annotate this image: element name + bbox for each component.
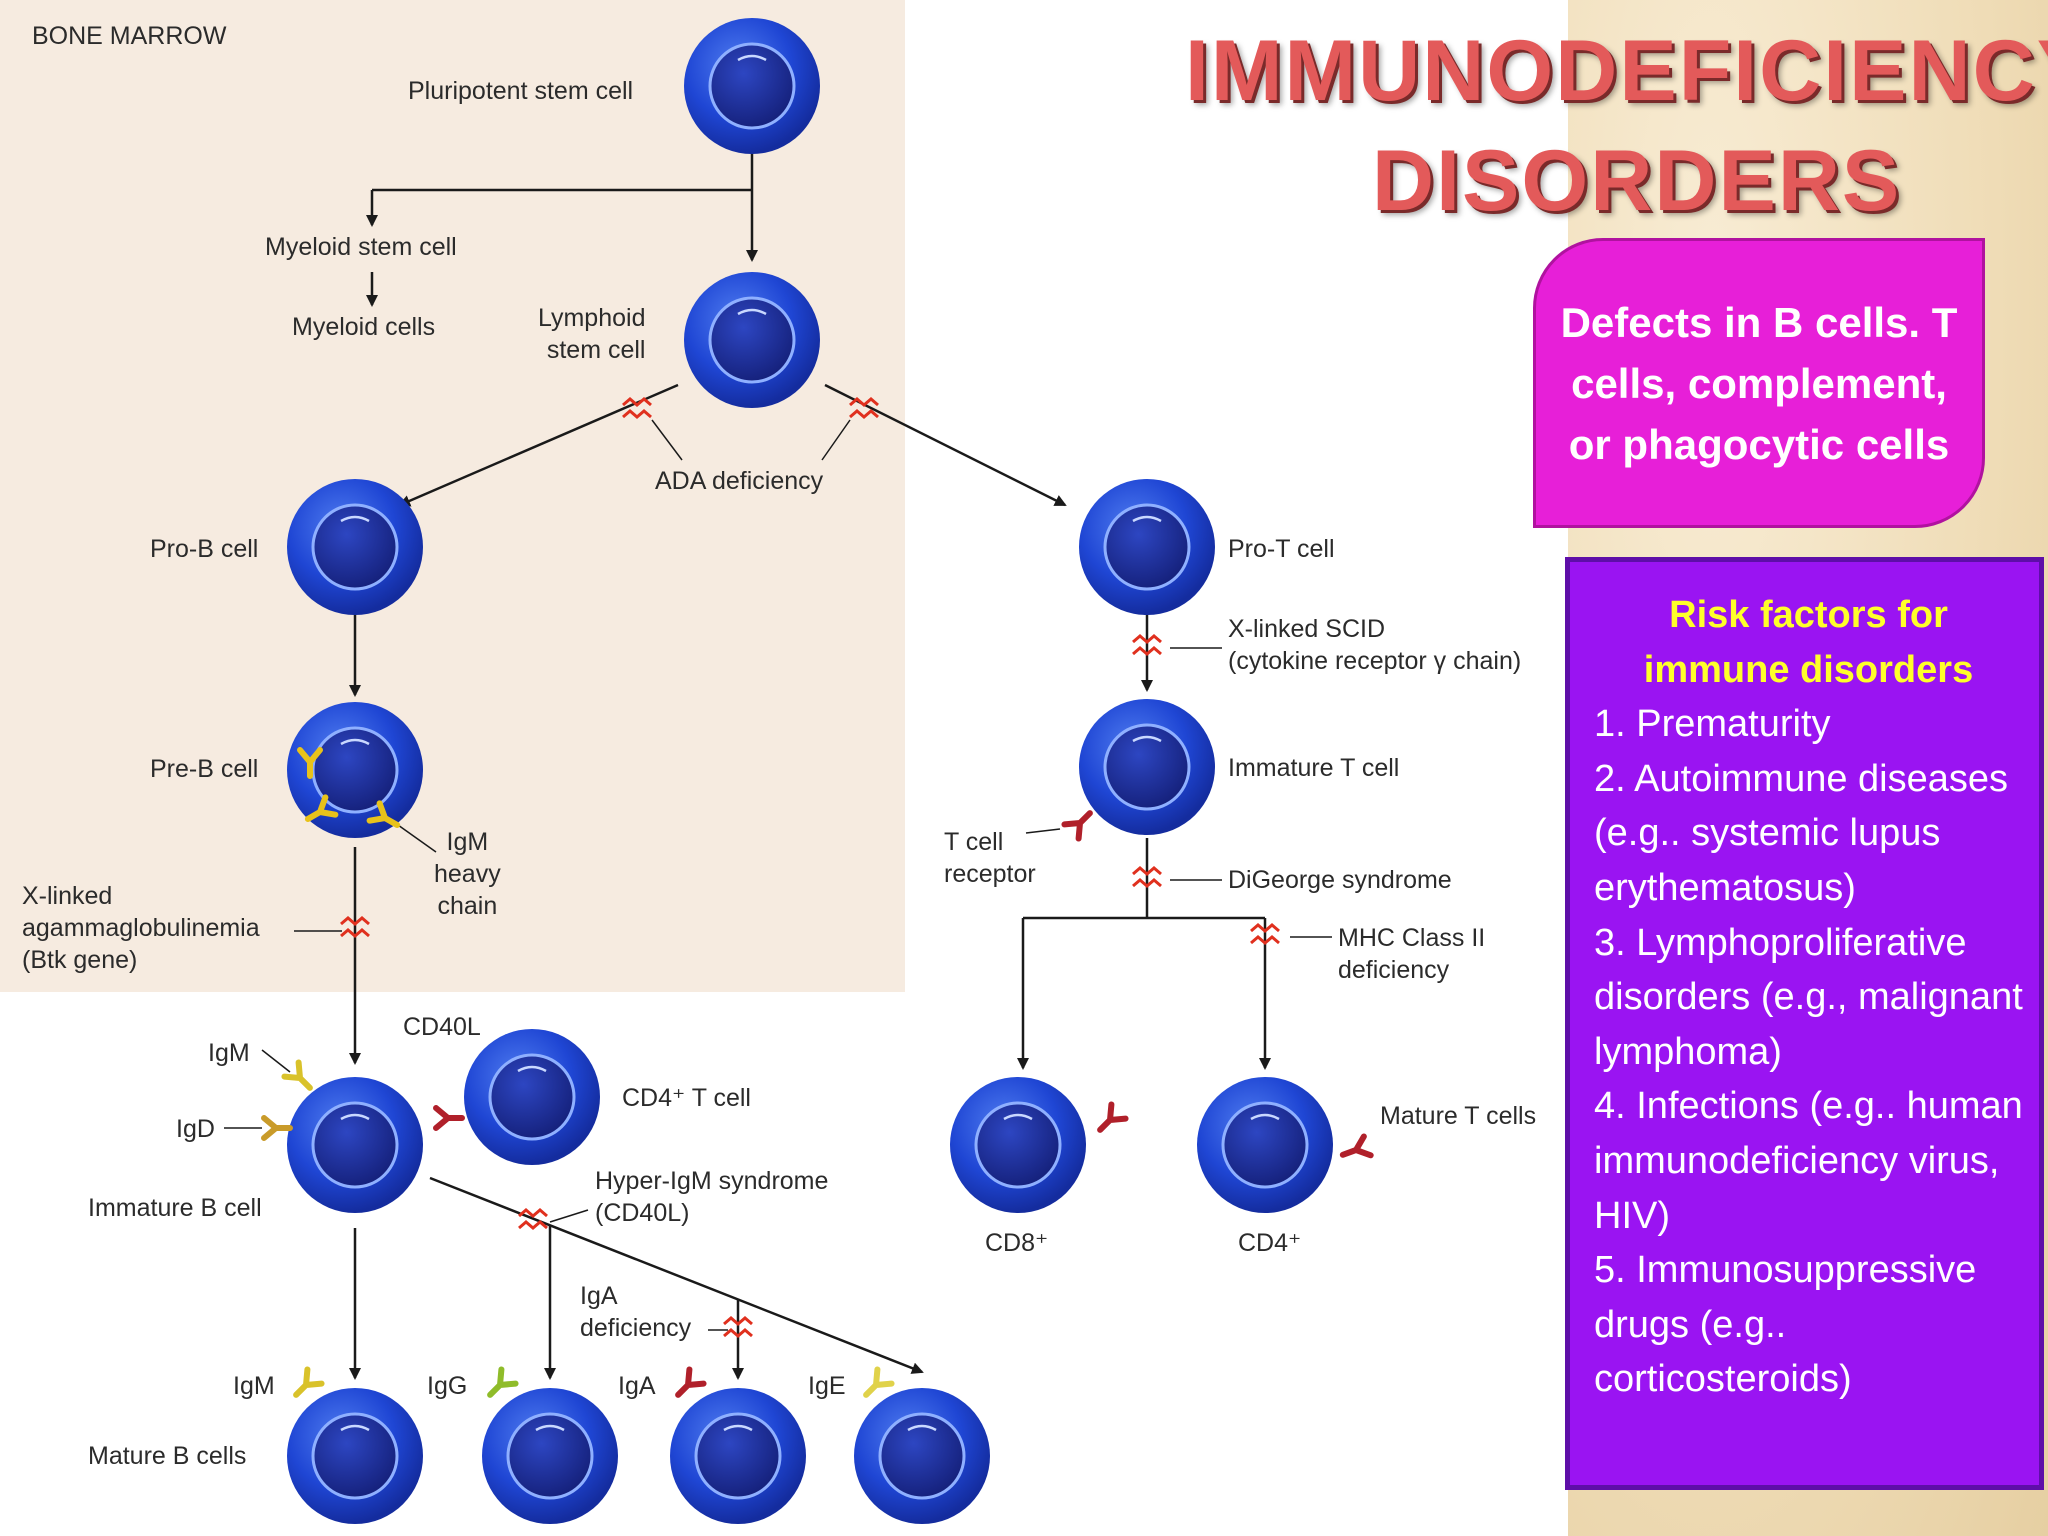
pluripotent-stem-cell-label: Pluripotent stem cell <box>408 77 634 105</box>
igg-icon <box>487 1366 519 1398</box>
ige-icon <box>863 1366 895 1398</box>
deficiency-block-mark <box>340 916 370 938</box>
iga-icon <box>675 1366 707 1398</box>
pro-t-cell-label: Pro-T cell <box>1228 535 1335 563</box>
t-cell-receptor-label: T cell receptor <box>944 828 1036 888</box>
mature-b-cell-igg <box>482 1388 618 1524</box>
cd4-t-cell-label: CD4⁺ T cell <box>622 1084 751 1112</box>
igm-heavy-chain-icon <box>297 747 323 779</box>
leader-line <box>1025 828 1061 834</box>
x-linked-scid-label: X-linked SCID (cytokine receptor γ chain… <box>1228 615 1522 675</box>
igm-receptor-icon <box>281 1059 313 1091</box>
ada-deficiency-label: ADA deficiency <box>655 467 824 495</box>
risk-factor-item: 5. Immunosuppressive drugs (e.g.. cortic… <box>1594 1249 1977 1401</box>
iga-deficiency-label: IgA deficiency <box>580 1282 692 1342</box>
connector-lymphoid-to-pro-b <box>398 383 679 507</box>
deficiency-block-mark <box>1132 634 1162 656</box>
igd-receptor-icon <box>261 1115 293 1141</box>
leader-line <box>261 1049 291 1073</box>
bone-marrow-label: BONE MARROW <box>32 22 227 50</box>
connector-immature-b-diagonal <box>429 1176 924 1374</box>
mature-b-cell-igm <box>287 1388 423 1524</box>
mature-igm-label: IgM <box>233 1372 275 1400</box>
cd4-label: CD4⁺ <box>1238 1229 1302 1257</box>
cd40l-receptor-icon <box>433 1105 465 1131</box>
cd4-t-cell <box>464 1029 600 1165</box>
immature-b-cell-label: Immature B cell <box>88 1194 262 1222</box>
mature-t-cells-label: Mature T cells <box>1380 1102 1537 1130</box>
leader-line <box>821 419 851 461</box>
title-line-1: IMMUNODEFICIENCY <box>1185 23 2048 119</box>
mhc-class-ii-deficiency-label: MHC Class II deficiency <box>1338 924 1486 984</box>
mature-ige-label: IgE <box>808 1372 846 1400</box>
mature-igg-label: IgG <box>427 1372 468 1400</box>
digeorge-syndrome-label: DiGeorge syndrome <box>1228 866 1452 894</box>
risk-factor-item: 1. Prematurity <box>1594 703 1831 746</box>
t-cell-receptor-icon <box>1061 810 1093 842</box>
deficiency-block-mark <box>622 397 652 419</box>
pro-t-cell <box>1079 479 1215 615</box>
deficiency-block-mark <box>1250 923 1280 945</box>
lymphoid-stem-cell-label: Lymphoid stem cell <box>538 304 646 364</box>
igd-receptor-label: IgD <box>176 1115 215 1143</box>
myeloid-stem-cell-label: Myeloid stem cell <box>265 233 457 261</box>
deficiency-block-mark <box>849 397 879 419</box>
risk-factors-title: Risk factors for immune disorders <box>1643 594 1974 691</box>
deficiency-block-mark <box>1132 866 1162 888</box>
leader-line <box>549 1209 589 1223</box>
cd4-receptor-icon <box>1339 1133 1374 1159</box>
leader-line <box>397 824 437 853</box>
risk-factor-item: 2. Autoimmune diseases (e.g.. systemic l… <box>1594 757 2009 909</box>
cd4-mature-t-cell <box>1197 1077 1333 1213</box>
pro-b-cell-label: Pro-B cell <box>150 535 259 563</box>
defects-callout: Defects in B cells. T cells, complement,… <box>1533 238 1985 528</box>
immature-t-cell-label: Immature T cell <box>1228 754 1400 782</box>
igm-heavy-chain-icon <box>366 800 401 828</box>
igm-heavy-chain-icon <box>304 794 339 822</box>
pre-b-cell-label: Pre-B cell <box>150 755 259 783</box>
igm-receptor-label: IgM <box>208 1039 250 1067</box>
pro-b-cell <box>287 479 423 615</box>
cd40l-label: CD40L <box>403 1013 481 1041</box>
mature-b-cells-label: Mature B cells <box>88 1442 247 1470</box>
mature-b-cell-iga <box>670 1388 806 1524</box>
immature-b-cell <box>287 1077 423 1213</box>
mature-iga-label: IgA <box>618 1372 656 1400</box>
immature-t-cell <box>1079 699 1215 835</box>
bone-marrow-panel <box>0 0 905 992</box>
cd8-label: CD8⁺ <box>985 1229 1049 1257</box>
deficiency-block-mark <box>518 1208 548 1230</box>
lymphoid-stem-cell <box>684 272 820 408</box>
myeloid-cells-label: Myeloid cells <box>292 313 436 341</box>
hyper-igm-syndrome-label: Hyper-IgM syndrome (CD40L) <box>595 1167 829 1227</box>
cd8-receptor-icon <box>1097 1101 1129 1133</box>
title-line-2: DISORDERS <box>1372 133 1902 229</box>
pluripotent-stem-cell <box>684 18 820 154</box>
risk-factor-item: 3. Lymphoproliferative disorders (e.g., … <box>1594 921 2023 1073</box>
defects-callout-text: Defects in B cells. T cells, complement,… <box>1560 298 1958 468</box>
igm-heavy-chain-label: IgM heavy chain <box>434 828 501 920</box>
cd8-mature-t-cell <box>950 1077 1086 1213</box>
risk-factor-item: 4. Infections (e.g.. human immunodeficie… <box>1594 1085 2023 1237</box>
deficiency-block-mark <box>723 1316 753 1338</box>
mature-b-cell-ige <box>854 1388 990 1524</box>
risk-factors-panel: Risk factors for immune disorders 1. Pre… <box>1565 557 2044 1490</box>
x-linked-agammaglobulinemia-label: X-linked agammaglobulinemia (Btk gene) <box>22 882 260 974</box>
leader-line <box>651 419 683 461</box>
igm-icon <box>293 1366 325 1398</box>
